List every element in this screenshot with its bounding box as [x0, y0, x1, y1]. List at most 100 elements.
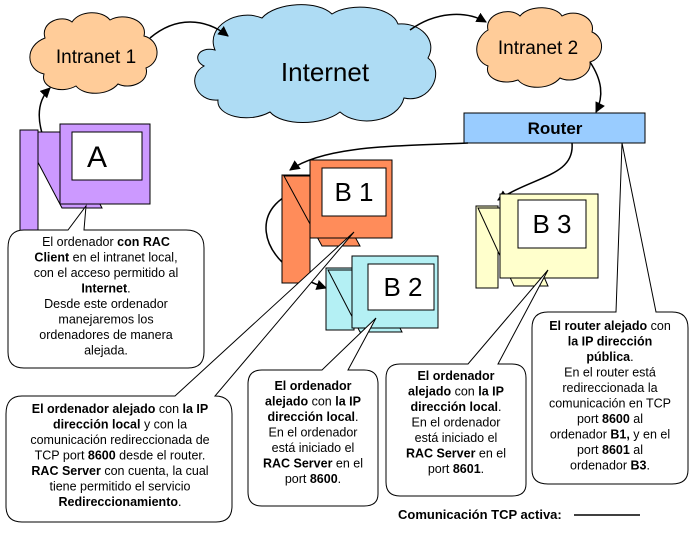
arrow-intranet1-internet	[149, 21, 229, 39]
callout-b2-line-6-run-2: .	[338, 472, 341, 486]
callout-b1-line-4-run-0: RAC Server	[31, 464, 101, 478]
callout-a-line-4-run-0: Desde este ordenador	[44, 297, 168, 311]
callout-b2-line-5-run-0: RAC Server	[263, 457, 333, 471]
intranet1-cloud: Intranet 1	[29, 12, 158, 94]
callout-b1-line-1-run-0: dirección local	[53, 418, 141, 432]
callout-a-line-3-run-0: Internet	[81, 282, 128, 296]
callout-router-line-1-run-0: la IP dirección	[568, 335, 653, 349]
callout-b1-line-0-run-1: con	[155, 402, 182, 416]
callout-a-line-6-run-0: ordenadores de manera	[39, 328, 172, 342]
callout-b3-line-1-run-1: con	[451, 385, 478, 399]
callout-a-bubble	[7, 204, 205, 369]
arrow-internet-intranet2	[409, 12, 487, 31]
callout-router-line-6-run-2: al	[630, 412, 643, 426]
callout-b2-bubble	[247, 317, 379, 507]
callout-b2-line-6-run-0: port	[285, 472, 310, 486]
callout-a-line-1-run-0: Client	[34, 251, 70, 265]
callout-b3-bubble	[385, 269, 549, 497]
callout-b3-line-5-run-0: RAC Server	[406, 447, 476, 461]
callout-b1-line-1-run-1: y con la	[140, 418, 187, 432]
callout-a-line-0-run-0: El ordenador	[42, 235, 117, 249]
internet-label: Internet	[281, 57, 370, 87]
callout-b1-line-4-run-1: con cuenta, la cual	[101, 464, 209, 478]
callout-b2-line-1-run-0: alejado	[265, 395, 308, 409]
callout-b3-line-1-run-2: la IP	[478, 385, 504, 399]
callout-b1-bubble	[5, 231, 355, 523]
intranet1-label: Intranet 1	[56, 47, 136, 68]
callout-b2-line-0-run-0: El ordenador	[274, 379, 351, 393]
callout-a-line-1-run-1: en el intranet local,	[69, 251, 177, 265]
callout-router-line-5-run-0: comunicación en TCP	[549, 397, 671, 411]
callout-router-line-7-run-1: B1,	[610, 428, 629, 442]
callout-b3-line-2-run-1: .	[498, 400, 501, 414]
callout-b1-line-3-run-0: TCP port	[35, 449, 88, 463]
internet-cloud: Internet	[194, 4, 437, 123]
arrow-router-b3	[497, 142, 573, 201]
callout-b2-line-5-run-1: en el	[332, 457, 363, 471]
callout-b2-line-2-run-1: .	[355, 410, 358, 424]
legend: Comunicación TCP activa:	[398, 507, 640, 522]
callout-b3-line-6-run-1: 8601	[453, 462, 481, 476]
computer-b1-label: B 1	[334, 177, 373, 207]
callout-b3-line-1-run-0: alejado	[408, 385, 451, 399]
computer-b1: B 1	[281, 159, 393, 284]
callout-a-line-5-run-0: manejaremos los	[58, 313, 153, 327]
callout-router-line-9-run-1: B3	[631, 459, 647, 473]
callout-a-text: El ordenador con RAC Client en el intrane…	[34, 235, 179, 358]
callout-b3-line-4-run-0: está iniciado el	[415, 431, 498, 445]
callout-b1-line-3-run-2: desde el router.	[116, 449, 206, 463]
legend-label: Comunicación TCP activa:	[398, 507, 562, 522]
arrow-router-b1	[289, 142, 469, 171]
intranet2-cloud: Intranet 2	[476, 7, 602, 88]
callout-b1-line-6-run-1: .	[178, 495, 181, 509]
callout-router-line-4-run-0: redireccionada la	[562, 381, 657, 395]
intranet2-label: Intranet 2	[498, 38, 578, 59]
arrow-a-intranet1	[38, 87, 51, 134]
callout-b1-line-5-run-0: tiene permitido el servicio	[49, 480, 190, 494]
callout-router-line-7-run-0: ordenador	[550, 428, 610, 442]
callout-b3-line-0-run-0: El ordenador	[417, 369, 494, 383]
callout-b1-line-0-run-2: la IP	[183, 402, 209, 416]
callout-router-line-9-run-2: .	[646, 459, 649, 473]
callout-b3-line-6-run-0: port	[428, 462, 453, 476]
callout-b2-line-1-run-2: la IP	[335, 395, 361, 409]
router-box: Router	[463, 112, 646, 144]
callout-b1-line-0-run-0: El ordenador alejado	[32, 402, 156, 416]
router-label: Router	[528, 119, 583, 138]
computer-a: A	[19, 123, 151, 243]
callout-b1-line-3-run-1: 8600	[88, 449, 116, 463]
callout-router-line-2-run-1: .	[630, 350, 633, 364]
computer-b2: B 2	[325, 255, 439, 333]
callout-b2-line-6-run-1: 8600	[310, 472, 338, 486]
callout-router-line-8-run-1: 8601	[602, 443, 630, 457]
callout-router-line-9-run-0: ordenador	[570, 459, 630, 473]
callout-router-line-8-run-2: al	[630, 443, 643, 457]
callout-b2-line-3-run-0: En el ordenador	[269, 426, 358, 440]
arrow-intranet2-router	[589, 61, 605, 113]
callout-a-line-0-run-1: con RAC	[117, 235, 170, 249]
callout-b2-line-2-run-0: dirección local	[267, 410, 355, 424]
callout-router-line-7-run-2: y en el	[630, 428, 670, 442]
callout-router-line-6-run-1: 8600	[602, 412, 630, 426]
callout-router-bubble	[531, 142, 689, 485]
callout-b1-line-6-run-0: Redireccionamiento	[59, 495, 179, 509]
callout-router-line-2-run-0: pública	[586, 350, 631, 364]
callout-b3-line-6-run-2: .	[481, 462, 484, 476]
callout-a-line-2-run-0: con el acceso permitido al	[34, 266, 179, 280]
computer-b3: B 3	[475, 193, 599, 289]
callout-router-line-0-run-0: El router alejado	[549, 319, 647, 333]
callout-b1-line-2-run-0: comunicación redireccionada de	[30, 433, 209, 447]
callout-b2-line-4-run-0: está iniciado el	[272, 441, 355, 455]
computer-b2-label: B 2	[383, 272, 422, 302]
callout-router-line-3-run-0: En el router está	[564, 366, 656, 380]
computer-a-label: A	[87, 141, 107, 174]
callout-router-line-6-run-0: port	[577, 412, 602, 426]
callout-a-line-3-run-1: .	[127, 282, 130, 296]
callout-router-line-8-run-0: port	[577, 443, 602, 457]
callout-b2-line-1-run-1: con	[308, 395, 335, 409]
callout-b3-line-5-run-1: en el	[475, 447, 506, 461]
